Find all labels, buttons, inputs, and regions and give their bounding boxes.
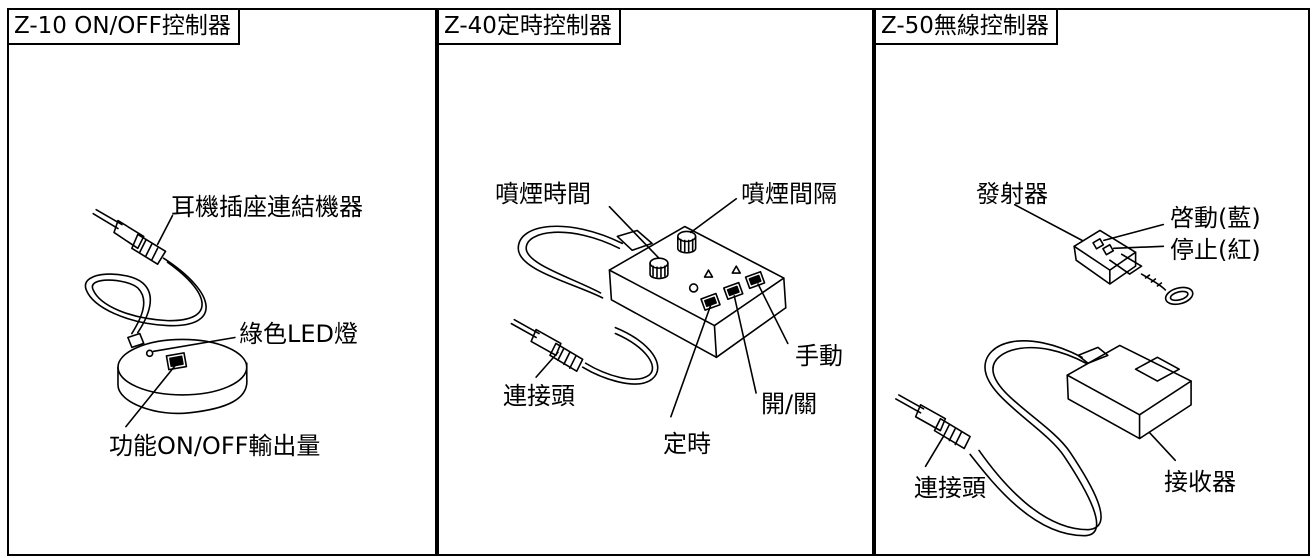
cable xyxy=(85,258,206,332)
leader-manual xyxy=(758,284,788,343)
plug-tip xyxy=(896,395,924,413)
z50-controller-illustration xyxy=(876,10,1308,554)
plug-body xyxy=(916,405,946,431)
green-led-dot xyxy=(147,350,153,356)
switch-case-side xyxy=(118,363,247,413)
knob-spray-time xyxy=(650,258,668,278)
knob-spray-interval xyxy=(678,231,696,252)
label-spray-time: 噴煙時間 xyxy=(495,180,591,208)
plug-body xyxy=(531,330,561,356)
on-off-button xyxy=(724,283,743,300)
panel-z10: Z-10 ON/OFF控制器 耳機插座連結機器 綠色LED燈 功能ON/OFF輸… xyxy=(7,8,437,556)
panel-title: Z-50無線控制器 xyxy=(876,10,1058,45)
plug-tip xyxy=(93,210,122,229)
start-button-blue xyxy=(1093,239,1103,249)
leader-led xyxy=(154,337,235,351)
panel-z40: Z-40定時控制器 xyxy=(437,8,874,556)
z40-controller-illustration xyxy=(439,10,872,554)
label-timer: 定時 xyxy=(663,430,711,458)
on-off-button xyxy=(166,353,186,370)
manual-button xyxy=(746,272,765,289)
label-green-led: 綠色LED燈 xyxy=(239,320,359,348)
plug-body xyxy=(114,221,144,249)
stop-button-red xyxy=(1103,245,1113,255)
label-start-blue: 啓動(藍) xyxy=(1170,204,1261,232)
transmitter-top xyxy=(1074,230,1135,270)
cable xyxy=(970,341,1097,536)
z10-controller-illustration xyxy=(9,10,435,554)
plug-tip xyxy=(511,320,539,338)
leader-plug xyxy=(158,216,173,245)
label-function-switch: 功能ON/OFF輸出量 xyxy=(109,432,321,460)
leader-start xyxy=(1104,225,1163,241)
leader-on-off xyxy=(734,296,756,393)
label-transmitter: 發射器 xyxy=(976,180,1048,208)
label-plug-connector: 耳機插座連結機器 xyxy=(171,193,363,221)
panel-title: Z-10 ON/OFF控制器 xyxy=(9,10,240,45)
leader-spray-time xyxy=(609,207,659,259)
plug-grip xyxy=(550,343,583,371)
leader-spray-interval xyxy=(691,199,737,233)
timer-box-left-side xyxy=(609,270,716,357)
label-connector: 連接頭 xyxy=(503,382,575,410)
plug-grip xyxy=(132,234,166,264)
timer-button xyxy=(701,294,720,311)
receiver-side xyxy=(1067,375,1191,438)
panel-z50: Z-50無線控制器 發射器 啓動(藍) 停止(紅) 接收器 連接頭 xyxy=(874,8,1310,556)
timer-box-right-side xyxy=(716,278,785,357)
cable xyxy=(518,226,657,384)
leader-transmitter xyxy=(1015,205,1082,241)
label-on-off: 開/關 xyxy=(761,390,818,418)
transmitter-side xyxy=(1074,246,1135,284)
leader-switch xyxy=(126,365,176,426)
plug-grip xyxy=(934,419,970,449)
label-receiver: 接收器 xyxy=(1164,468,1236,496)
keyring xyxy=(1142,274,1166,290)
leader-timer xyxy=(671,306,711,417)
label-spray-interval: 噴煙間隔 xyxy=(741,180,837,208)
leader-stop xyxy=(1114,246,1164,248)
panel-title: Z-40定時控制器 xyxy=(439,10,621,45)
leader-connector xyxy=(536,352,558,377)
leader-receiver xyxy=(1149,433,1175,461)
label-stop-red: 停止(紅) xyxy=(1170,236,1261,264)
label-connector: 連接頭 xyxy=(914,474,986,502)
receiver-top xyxy=(1067,345,1191,414)
label-manual: 手動 xyxy=(795,342,843,370)
leader-connector xyxy=(926,437,944,467)
